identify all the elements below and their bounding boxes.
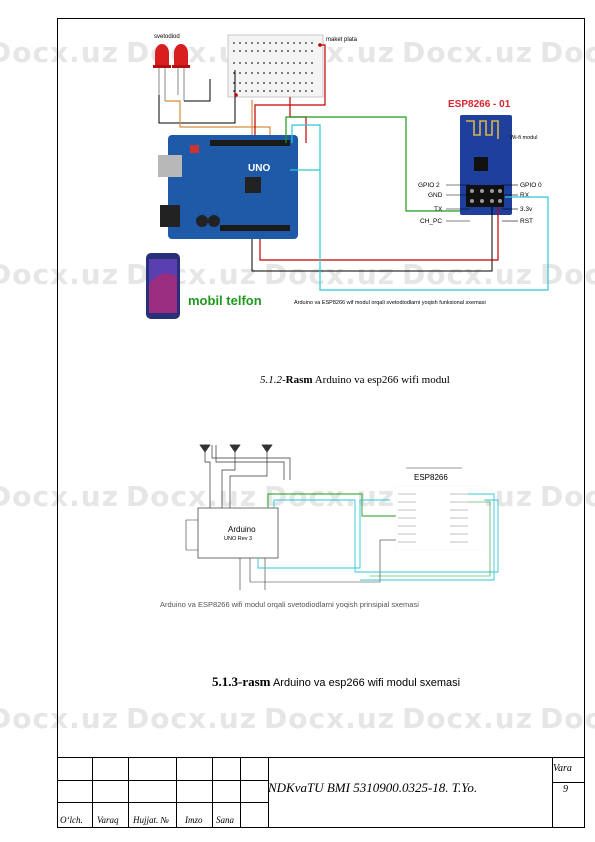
- figure-wiring-diagram: svetodiod maket plata UNO ESP8266: [146, 34, 549, 319]
- watermark: Docx.uz: [540, 702, 595, 735]
- watermark: Docx.uz: [540, 258, 595, 291]
- module-subtitle: Wi-fi modul: [510, 135, 538, 141]
- pin-label-right: 3.3v: [520, 206, 533, 213]
- page-frame: [57, 18, 585, 828]
- arduino-symbol: [197, 507, 279, 559]
- pin-label-right: RST: [520, 218, 533, 225]
- led-icon: [153, 44, 171, 101]
- page-number: 9: [563, 784, 568, 795]
- document-number: NDKvaTU BMI 5310900.0325-18. T.Yo.: [268, 780, 478, 795]
- arduino-label: Arduino: [228, 525, 256, 534]
- pin-label-left: GND: [428, 192, 443, 199]
- mobile-phone-icon: [146, 253, 180, 319]
- figure1-caption: 5.1.2-Rasm Arduino va esp266 wifi modul: [260, 374, 450, 386]
- pin-label-left: CH_PC: [420, 218, 442, 225]
- led-icon: [172, 44, 190, 101]
- watermark: Docx.uz: [264, 258, 396, 291]
- watermark: Docx.uz: [540, 480, 595, 513]
- caption-bold: Rasm: [285, 374, 313, 386]
- leds-label: svetodiod: [154, 34, 180, 40]
- board-label: UNO: [248, 163, 270, 174]
- figure2-caption: 5.1.3-rasm Arduino va esp266 wifi modul …: [212, 674, 460, 690]
- caption-bold: 5.1.3-rasm: [212, 674, 271, 689]
- watermark: Docx.uz: [264, 480, 396, 513]
- caption-text: Arduino va esp266 wifi modul: [312, 374, 450, 386]
- module-title: ESP8266 - 01: [448, 99, 511, 110]
- watermark: Docx.uz: [0, 258, 120, 291]
- arduino-board: UNO: [158, 135, 298, 239]
- figure1-scheme-text: Arduino va ESP8266 wif modul orqali svet…: [294, 300, 486, 306]
- breadboard-label: maket plata: [326, 37, 358, 43]
- watermark: Docx.uz: [126, 480, 258, 513]
- esp8266-module: [460, 115, 512, 215]
- stamp-header: Sana: [216, 815, 234, 825]
- esp-symbol-label: ESP8266: [414, 473, 448, 482]
- caption-number: 5.1.2-: [260, 374, 286, 386]
- watermark: Docx.uz: [402, 702, 534, 735]
- watermark: Docx.uz: [126, 702, 258, 735]
- pin-label-right: GPIO 0: [520, 182, 542, 189]
- pin-label-right: RX: [520, 192, 530, 199]
- watermark: Docx.uz: [540, 36, 595, 69]
- pin-label-left: TX: [434, 206, 443, 213]
- stamp-header: O‘lch.: [60, 815, 83, 825]
- title-block: O‘lch. Varaq Hujjat. № Imzo Sana: [57, 757, 585, 829]
- arduino-sublabel: UNO Rev 3: [224, 536, 252, 542]
- watermark: Docx.uz: [402, 258, 534, 291]
- stamp-header: Hujjat. №: [133, 815, 169, 825]
- stamp-header: Imzo: [185, 815, 203, 825]
- figure-schematic: Arduino UNO Rev 3 ESP8266 Arduino va ESP…: [160, 444, 499, 609]
- watermark: Docx.uz: [402, 36, 534, 69]
- pin-label-left: GPIO 2: [418, 182, 440, 189]
- breadboard: [227, 34, 324, 98]
- watermark: Docx.uz: [0, 480, 120, 513]
- watermark: Docx.uz: [264, 702, 396, 735]
- sheet-label: Vara: [553, 763, 572, 774]
- stamp-header: Varaq: [97, 815, 119, 825]
- caption-text: Arduino va esp266 wifi modul sxemasi: [270, 677, 461, 689]
- phone-label: mobil telfon: [188, 293, 262, 308]
- watermark: Docx.uz: [0, 702, 120, 735]
- figure2-scheme-text: Arduino va ESP8266 wifi modul orqali sve…: [160, 600, 419, 609]
- watermark: Docx.uz: [0, 36, 120, 69]
